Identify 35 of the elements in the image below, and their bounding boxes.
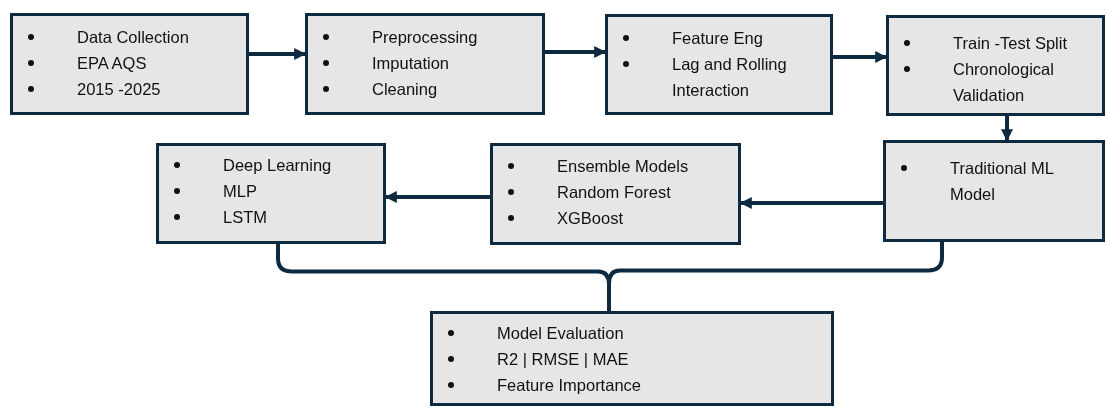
process-box (156, 143, 386, 244)
bullet-text: LSTM (223, 208, 267, 226)
bullet-text: MLP (223, 182, 257, 200)
bullet-text: Train -Test Split (953, 34, 1067, 52)
arrow (833, 51, 888, 63)
bullet-text: Cleaning (372, 80, 438, 98)
bullet-text: Preprocessing (372, 28, 478, 46)
arrow (384, 191, 490, 203)
arrow (545, 46, 607, 58)
bullet-text: Traditional ML Model (950, 159, 1054, 203)
bullet-text: Lag and Rolling Interaction (672, 55, 787, 99)
process-box (886, 15, 1105, 116)
process-box (490, 143, 741, 245)
arrow (1001, 116, 1013, 142)
process-box (883, 140, 1105, 242)
bullet-text: Deep Learning (223, 156, 332, 174)
arrow (739, 197, 883, 209)
bullet-text: Data Collection (77, 28, 189, 46)
bullet-text: 2015 -2025 (77, 80, 161, 98)
bullet-text: Ensemble Models (557, 157, 689, 175)
bullet-text: Feature Eng (672, 29, 763, 47)
bracket-connector (607, 242, 944, 311)
bullet-text: Chronological Validation (953, 60, 1054, 104)
bullet-text: Model Evaluation (497, 324, 624, 342)
bullet-text: R2 | RMSE | MAE (497, 350, 629, 368)
bullet-text: Feature Importance (497, 376, 641, 394)
bullet-text: XGBoost (557, 209, 624, 227)
arrow (249, 48, 307, 60)
process-box (430, 311, 834, 406)
bullet-text: Random Forest (557, 183, 671, 201)
process-box (605, 14, 833, 115)
process-box (305, 13, 545, 115)
process-box (10, 13, 249, 115)
bullet-text: EPA AQS (77, 54, 147, 72)
bullet-text: Imputation (372, 54, 450, 72)
